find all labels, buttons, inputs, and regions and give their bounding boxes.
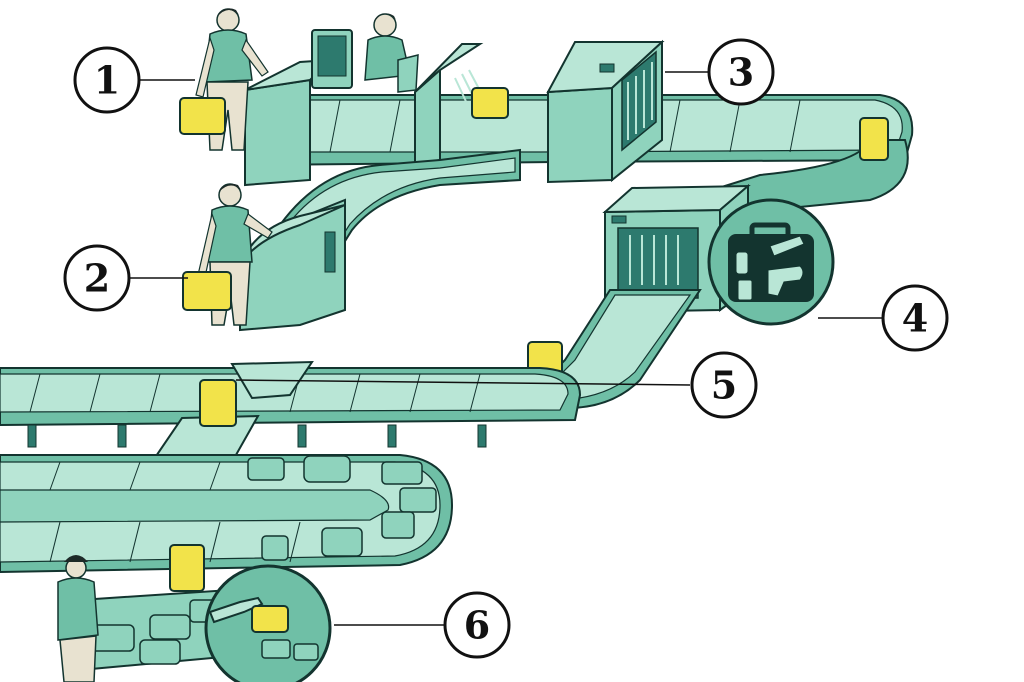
step-number: 6 xyxy=(464,603,490,648)
suitcase-icon xyxy=(199,379,237,427)
step-callout-3: 3 xyxy=(707,38,775,106)
suitcase-icon xyxy=(251,605,289,633)
claw-grab-icon xyxy=(208,596,264,624)
passenger-2 xyxy=(182,183,273,326)
passenger-1 xyxy=(179,8,269,151)
bottle-icon xyxy=(735,251,749,275)
check-in-staff xyxy=(364,13,419,93)
hairdryer-icon xyxy=(767,265,804,297)
scanner-tunnel xyxy=(414,39,665,184)
mobile-phone-icon xyxy=(737,279,753,301)
loading-bay xyxy=(57,555,247,682)
xray-inset xyxy=(707,198,835,326)
check-in-counter xyxy=(244,29,353,187)
step-callout-1: 1 xyxy=(73,46,141,114)
leader-lines xyxy=(130,71,883,626)
suitcase-icon xyxy=(859,117,889,161)
carousel-conveyor xyxy=(0,454,454,592)
brush-icon xyxy=(769,235,805,257)
sorting-conveyor xyxy=(0,360,582,463)
step-number: 1 xyxy=(94,58,120,103)
step-number: 4 xyxy=(902,296,928,341)
step-number: 3 xyxy=(728,50,754,95)
loading-inset xyxy=(204,564,332,682)
step-callout-6: 6 xyxy=(443,591,511,659)
step-number: 5 xyxy=(711,363,737,408)
suitcase-icon xyxy=(179,97,226,135)
suitcase-icon xyxy=(182,271,232,311)
step-callout-2: 2 xyxy=(63,244,131,312)
suitcase-icon xyxy=(169,544,205,592)
step-callout-4: 4 xyxy=(881,284,949,352)
step-number: 2 xyxy=(84,256,110,301)
suitcase-icon xyxy=(471,87,509,119)
step-callout-5: 5 xyxy=(690,351,758,419)
